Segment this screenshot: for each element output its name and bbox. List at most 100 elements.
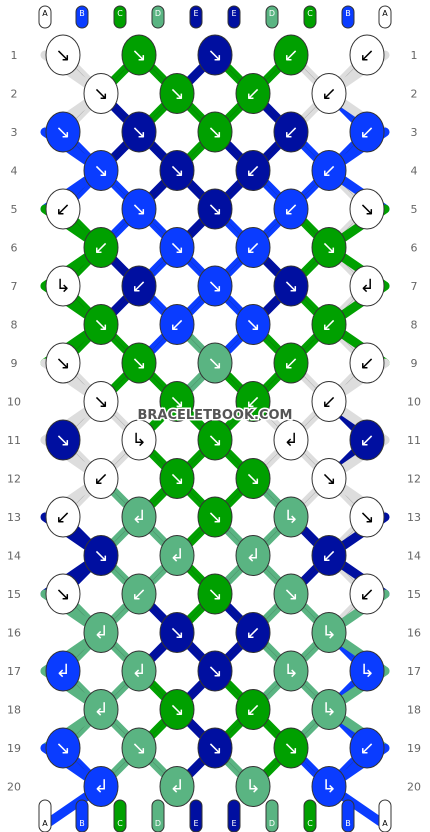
knot: ↙ [83, 227, 119, 268]
knot-shape [159, 73, 195, 114]
knot-shape [235, 381, 271, 422]
knot-direction-icon: ↙ [93, 238, 108, 259]
row-label-right: 11 [407, 434, 421, 447]
knot: ↘ [311, 458, 347, 499]
knot-shape [159, 766, 195, 807]
knot-direction-icon: ↙ [283, 353, 298, 374]
row-label-right: 20 [407, 781, 421, 794]
knot: ↲ [83, 766, 119, 807]
knot: ↲ [349, 265, 385, 307]
knot: ↘ [311, 227, 347, 268]
knot: ↲ [83, 689, 119, 730]
row-label-left: 12 [7, 473, 21, 486]
knot-direction-icon: ↲ [55, 661, 70, 682]
knot-shape [83, 73, 119, 114]
knot-direction-icon: ↙ [283, 122, 298, 143]
row-label-left: 7 [11, 280, 18, 293]
knot-direction-icon: ↘ [207, 353, 222, 374]
knot: ↙ [349, 111, 385, 153]
knot-direction-icon: ↙ [245, 700, 260, 721]
knot: ↙ [273, 111, 309, 153]
knot-shape [311, 612, 347, 653]
row-label-right: 3 [411, 126, 418, 139]
thread-end [265, 5, 279, 29]
knot-direction-icon: ↙ [321, 161, 336, 182]
knot-direction-icon: ↘ [55, 584, 70, 605]
knot: ↘ [235, 458, 271, 499]
knot: ↘ [197, 34, 233, 76]
knot-direction-icon: ↙ [283, 45, 298, 66]
knot-shape [197, 496, 233, 538]
knot: ↘ [159, 689, 195, 730]
knot: ↳ [45, 265, 81, 307]
row-label-left: 5 [11, 203, 18, 216]
knot: ↲ [121, 650, 157, 692]
knot-direction-icon: ↙ [359, 353, 374, 374]
knot: ↲ [121, 496, 157, 538]
knot-direction-icon: ↘ [207, 199, 222, 220]
knot: ↙ [311, 535, 347, 576]
column-letter: D [155, 819, 161, 828]
knot-shape [273, 342, 309, 384]
row-label-left: 14 [7, 550, 21, 563]
thread-end [189, 799, 203, 832]
knot-direction-icon: ↘ [93, 315, 108, 336]
column-letter: A [42, 9, 48, 18]
knot-direction-icon: ↘ [55, 353, 70, 374]
row-label-left: 1 [11, 49, 18, 62]
knot-shape [159, 689, 195, 730]
knot: ↘ [159, 150, 195, 191]
row-label-left: 15 [7, 588, 21, 601]
knot: ↘ [45, 727, 81, 769]
column-label-top: A [38, 5, 52, 29]
row-label-left: 4 [11, 165, 18, 178]
knot: ↘ [83, 381, 119, 422]
column-letter: D [269, 819, 275, 828]
knot-shape [121, 496, 157, 538]
thread-end [113, 5, 127, 29]
knot-shape [45, 573, 81, 615]
column-label-top: D [151, 5, 165, 29]
knot-shape [45, 111, 81, 153]
knot-direction-icon: ↘ [207, 122, 222, 143]
column-letter: D [155, 9, 161, 18]
column-label-bottom: C [303, 799, 317, 832]
knot: ↙ [349, 419, 385, 461]
knot-direction-icon: ↘ [131, 45, 146, 66]
thread-end [341, 5, 355, 29]
thread-end [38, 799, 52, 832]
knot-shape [83, 150, 119, 191]
knot-direction-icon: ↘ [283, 738, 298, 759]
row-label-right: 19 [407, 742, 421, 755]
knot-shape [235, 458, 271, 499]
row-label-left: 10 [7, 396, 21, 409]
knot-direction-icon: ↙ [245, 623, 260, 644]
knot: ↳ [235, 766, 271, 807]
knot-shape [159, 150, 195, 191]
row-label-right: 18 [407, 704, 421, 717]
knot-direction-icon: ↙ [245, 84, 260, 105]
knot: ↙ [349, 34, 385, 76]
knot-direction-icon: ↘ [169, 623, 184, 644]
knot-shape [311, 227, 347, 268]
knot-direction-icon: ↳ [359, 661, 374, 682]
knot: ↘ [121, 188, 157, 230]
knot-shape [311, 535, 347, 576]
column-label-bottom: E [227, 799, 241, 832]
knot-shape [235, 150, 271, 191]
knot-shape [311, 458, 347, 499]
knot-shape [45, 188, 81, 230]
knot: ↙ [349, 573, 385, 615]
knot-direction-icon: ↲ [283, 430, 298, 451]
knot: ↘ [45, 342, 81, 384]
knot: ↘ [45, 419, 81, 461]
knot-shape [159, 535, 195, 576]
knot: ↘ [121, 34, 157, 76]
knot: ↘ [197, 111, 233, 153]
knot-shape [159, 381, 195, 422]
knot-shape [121, 111, 157, 153]
thread-end [303, 799, 317, 832]
knot-shape [45, 419, 81, 461]
knot-shape [83, 766, 119, 807]
